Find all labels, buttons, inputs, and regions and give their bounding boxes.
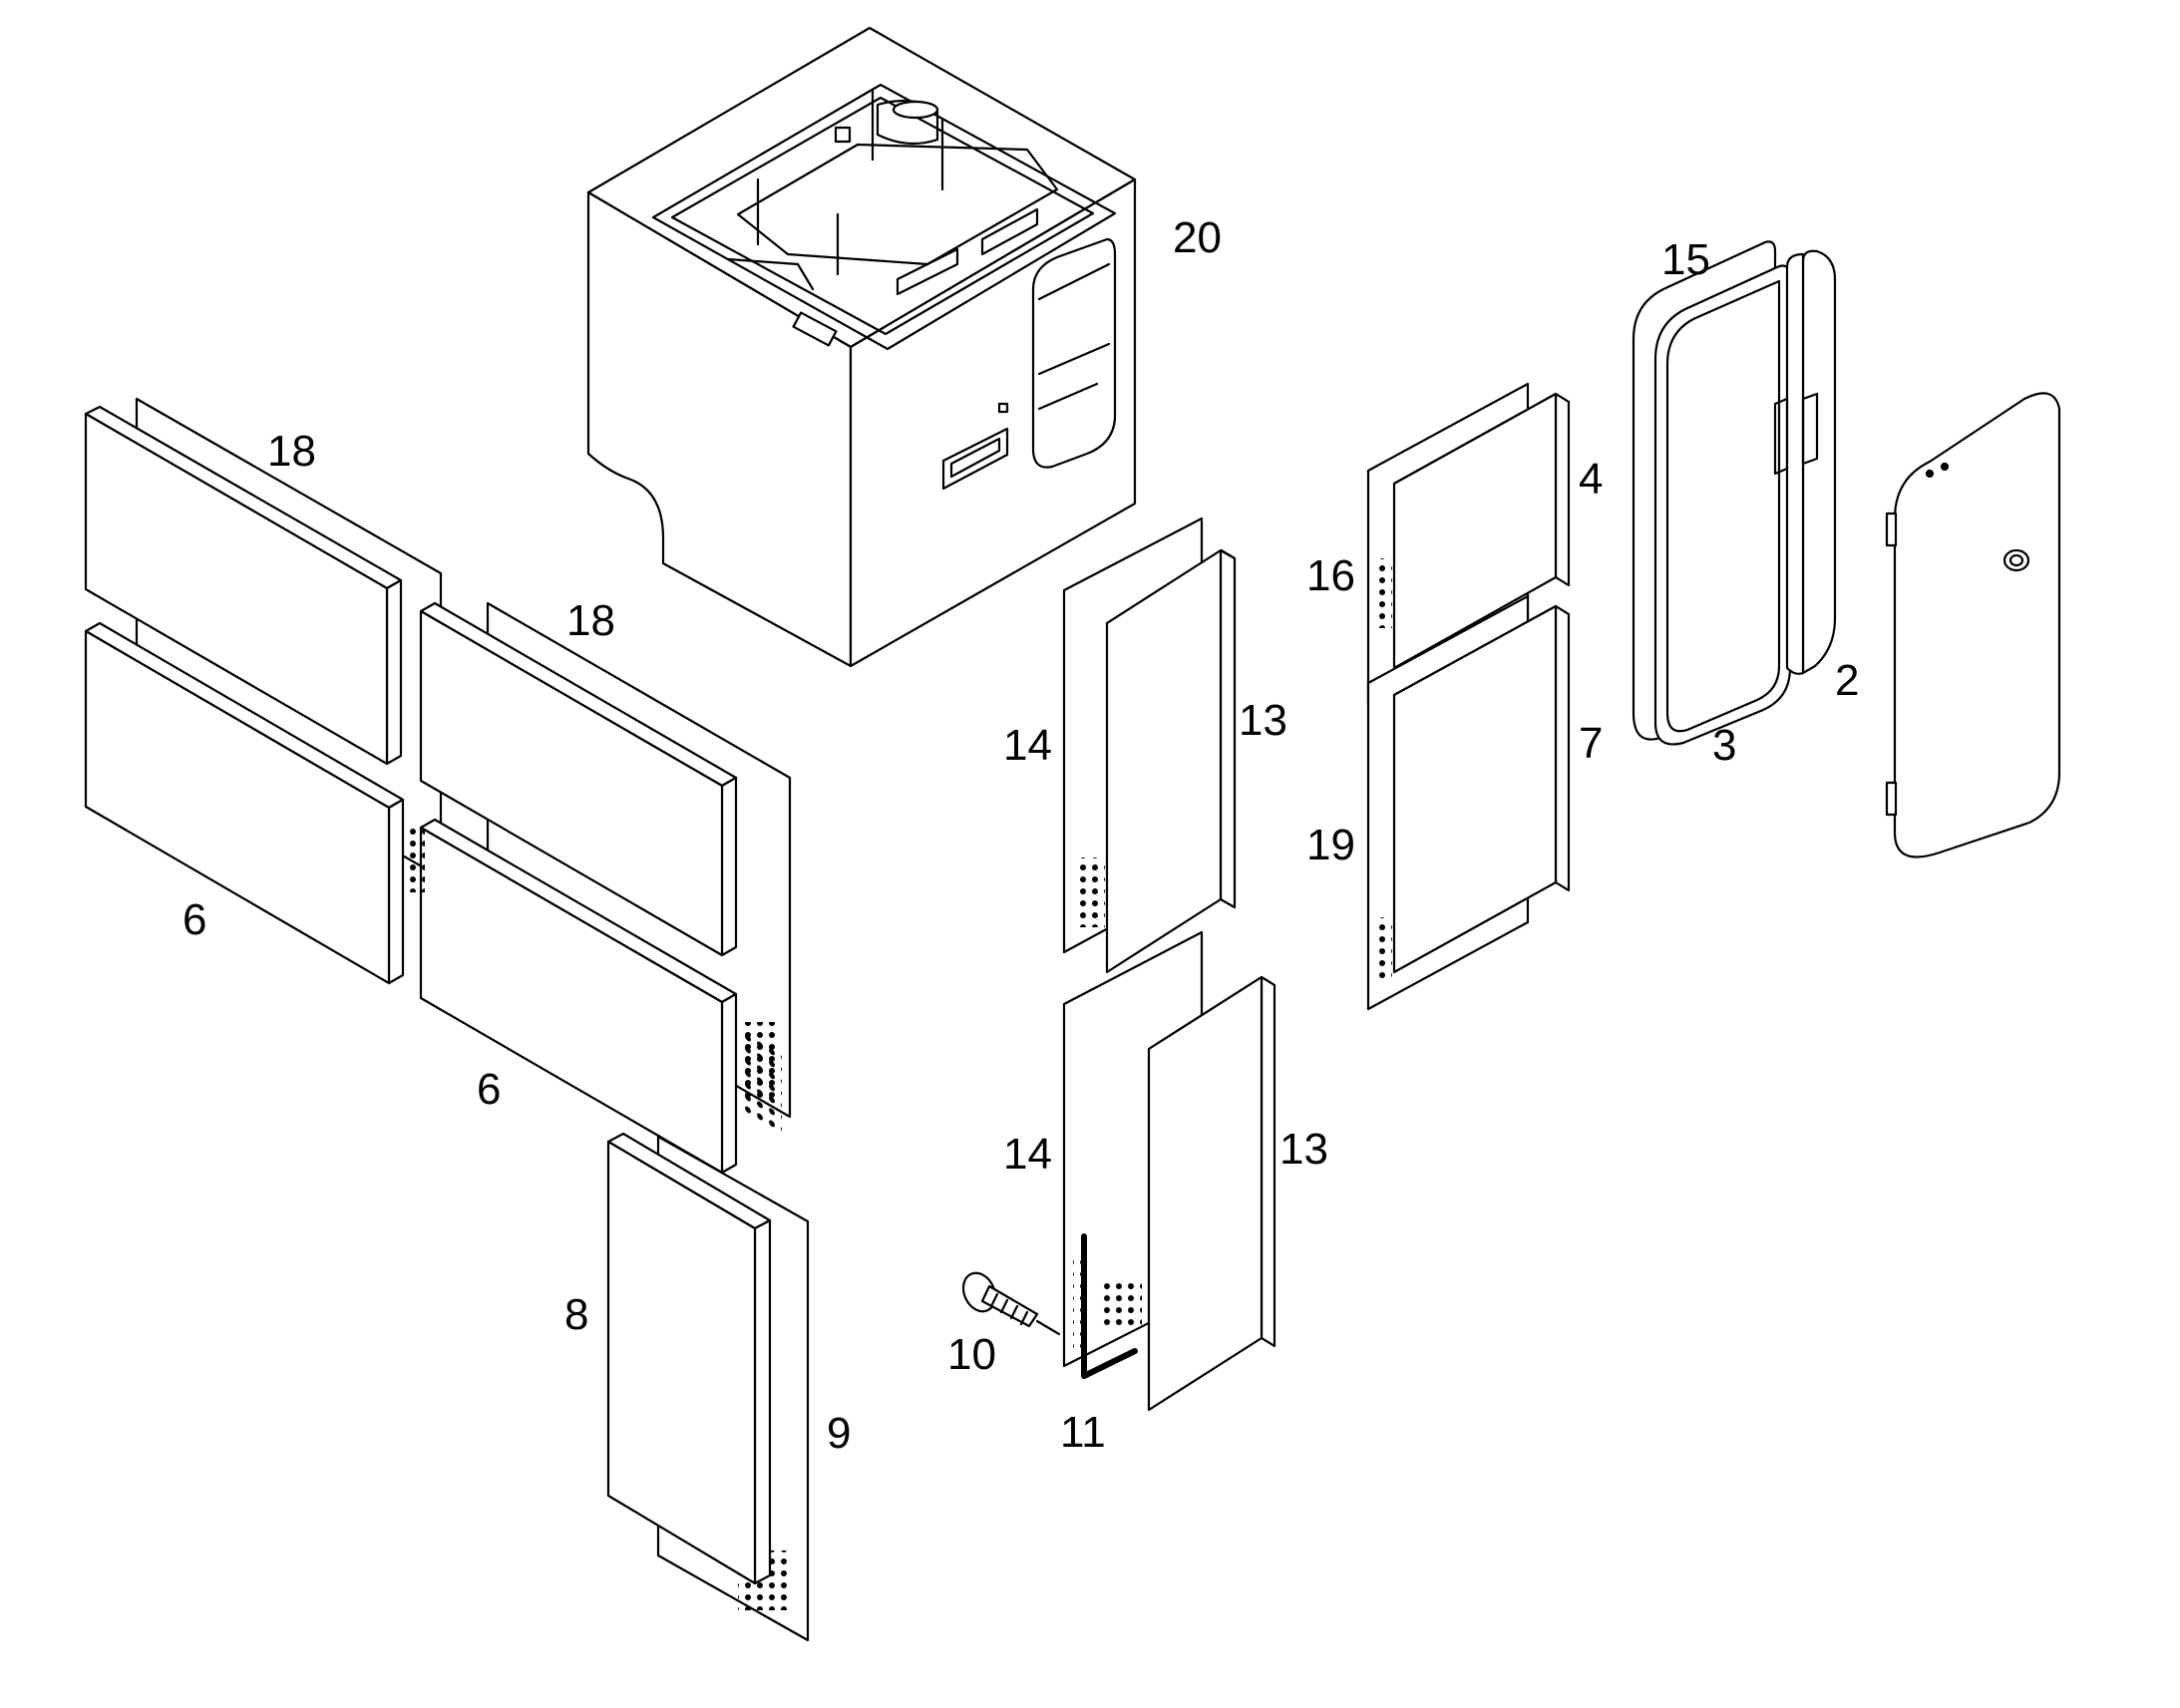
- door-gasket-3: [1655, 266, 1790, 745]
- callout-16: 16: [1306, 551, 1355, 600]
- insulation-pad-4: [1394, 394, 1569, 668]
- callout-6-left: 6: [182, 895, 206, 944]
- insulation-pad-13-upper: [1107, 550, 1235, 972]
- callout-11: 11: [1060, 1408, 1106, 1457]
- door-frame-2: [1775, 251, 1835, 674]
- callout-4: 4: [1579, 455, 1603, 504]
- insulation-pad-6-left: [86, 623, 403, 983]
- insulation-pad-6-right: [421, 820, 736, 1173]
- callout-14-upper: 14: [1003, 721, 1052, 770]
- insulation-pad-13-lower: [1149, 977, 1274, 1410]
- callout-labels: 2 3 4 6 6 7 8 9 10 11 13 13 14 14 15 16 …: [182, 213, 1859, 1458]
- callout-2: 2: [1835, 656, 1859, 705]
- insulation-pad-8: [608, 1134, 770, 1583]
- callout-19: 19: [1306, 821, 1355, 869]
- callout-20: 20: [1173, 213, 1222, 262]
- callout-10: 10: [947, 1330, 996, 1379]
- screw-part-10: [957, 1268, 1059, 1334]
- callout-13-upper: 13: [1239, 696, 1287, 745]
- callout-18-lower: 18: [566, 596, 615, 645]
- callout-18-upper: 18: [267, 427, 316, 476]
- callout-9: 9: [827, 1409, 851, 1458]
- cabinet-frame: [588, 28, 1135, 666]
- insulation-pad-18-right: [421, 603, 736, 955]
- callout-3: 3: [1712, 721, 1736, 770]
- callout-8: 8: [564, 1290, 588, 1339]
- callout-13-lower: 13: [1279, 1125, 1328, 1174]
- callout-7: 7: [1579, 719, 1603, 768]
- callout-15: 15: [1661, 235, 1710, 284]
- bracket-part-11: [1073, 1236, 1135, 1376]
- insulation-pad-18-upper: [86, 407, 401, 764]
- insulation-pad-7: [1394, 606, 1569, 972]
- vent-holes: [403, 823, 780, 1102]
- door: [1887, 393, 2059, 856]
- callout-14-lower: 14: [1003, 1130, 1052, 1179]
- callout-6-right: 6: [477, 1065, 501, 1114]
